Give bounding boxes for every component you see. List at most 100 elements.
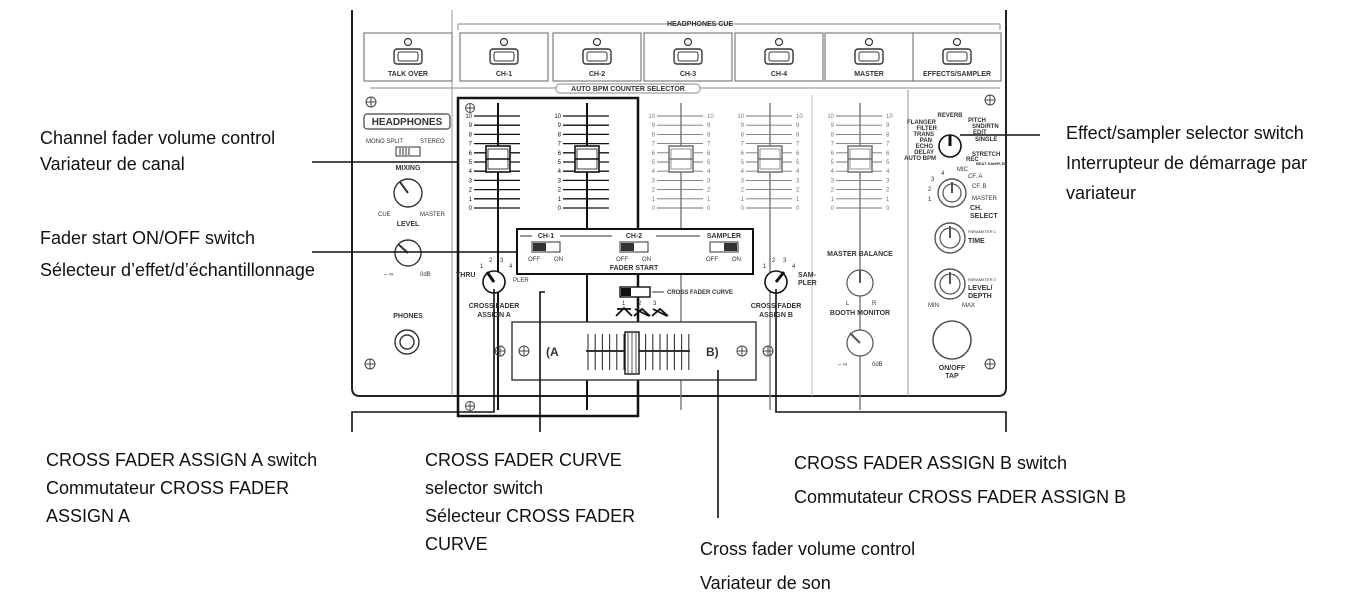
- ch-select-mic: MIC: [957, 167, 969, 173]
- phones-jack[interactable]: [394, 329, 420, 355]
- cue-button-3[interactable]: CH-3: [643, 32, 733, 82]
- assign-b-sam: SAM-: [798, 272, 817, 279]
- tap-button[interactable]: [932, 320, 972, 360]
- cue-button-0[interactable]: TALK OVER: [363, 32, 453, 82]
- fader-scale-label: 8: [652, 132, 656, 138]
- fader-start-sampler-switch[interactable]: [709, 241, 739, 253]
- fader-start-ch2-switch[interactable]: [619, 241, 649, 253]
- fader-start-ch1-label: CH-1: [538, 233, 554, 240]
- effect-labels: REVERBPITCHSND/RTNEDITSINGLESTRETCHRECBE…: [904, 113, 1007, 166]
- ch-select-knob[interactable]: [937, 178, 967, 208]
- effect-label: FLANGER: [907, 120, 937, 126]
- fader-start-ch1-switch[interactable]: [531, 241, 561, 253]
- fader-start-ch2-off: OFF: [616, 257, 628, 263]
- time-knob[interactable]: [934, 222, 966, 254]
- fader-scale-label: 8: [469, 132, 473, 138]
- channel-fader-knob[interactable]: [757, 145, 783, 173]
- cross-fader-section: (A B): [494, 321, 774, 381]
- fader-scale-label: 0: [796, 206, 800, 212]
- curve-n3: 3: [653, 301, 657, 307]
- ch-select-n4: 4: [941, 171, 945, 177]
- fader-scale-label: 0: [558, 206, 562, 212]
- assign-b-pler: PLER: [798, 280, 817, 287]
- fader-scale-label: 8: [558, 132, 562, 138]
- fader-start-ch1-off: OFF: [528, 257, 540, 263]
- tap-line1: ON/OFF: [939, 365, 966, 372]
- assign-a-n2: 2: [489, 258, 493, 264]
- cue-button-label: EFFECTS/SAMPLER: [923, 71, 991, 78]
- fader-scale-label: 2: [652, 188, 656, 194]
- effect-label: STRETCH: [972, 152, 1000, 158]
- assign-b-n2: 2: [772, 258, 776, 264]
- fader-scale-label: 4: [707, 169, 711, 175]
- cue-button-5[interactable]: MASTER: [824, 32, 914, 82]
- effect-selector-knob[interactable]: [938, 134, 962, 158]
- assign-a-n3: 3: [500, 258, 504, 264]
- cue-button-4[interactable]: CH-4: [734, 32, 824, 82]
- cue-button-2[interactable]: CH-2: [552, 32, 642, 82]
- fader-scale-label: 2: [558, 188, 562, 194]
- ch-select-cfb: CF. B: [972, 184, 987, 190]
- leader-assign-b: [775, 289, 1007, 432]
- booth-monitor-knob[interactable]: [846, 329, 874, 357]
- assign-b-n1: 1: [763, 264, 767, 270]
- cue-button-label: CH-3: [680, 71, 696, 78]
- fader-scale-label: 8: [707, 132, 711, 138]
- level-depth-line2: DEPTH: [968, 293, 992, 300]
- fader-scale-label: 1: [558, 197, 562, 203]
- fader-scale-label: 3: [707, 178, 711, 184]
- mixing-knob[interactable]: [393, 178, 423, 208]
- ch-select-cfa: CF. A: [968, 174, 982, 180]
- fader-scale-label: 8: [831, 132, 835, 138]
- mono-split-switch[interactable]: [395, 146, 421, 157]
- channel-fader-knob[interactable]: [847, 145, 873, 173]
- fader-scale-label: 7: [469, 142, 473, 148]
- ch-select-line2: SELECT: [970, 213, 998, 220]
- fader-scale-label: 1: [831, 197, 835, 203]
- mixing-master-label: MASTER: [420, 212, 446, 218]
- fader-scale-label: 1: [796, 197, 800, 203]
- cue-button-1[interactable]: CH-1: [459, 32, 549, 82]
- fader-scale-label: 4: [886, 169, 890, 175]
- fader-scale-label: 1: [707, 197, 711, 203]
- channel-fader-knob[interactable]: [485, 145, 511, 173]
- fader-start-sampler-on: ON: [732, 257, 741, 263]
- curve-selector-switch[interactable]: [619, 286, 651, 298]
- effect-label: TRANS: [913, 132, 934, 138]
- fader-scale-label: 5: [652, 160, 656, 166]
- time-label: TIME: [968, 238, 985, 245]
- fader-start-ch1-on: ON: [554, 257, 563, 263]
- master-balance-r: R: [872, 301, 877, 307]
- fader-scale-label: 7: [831, 142, 835, 148]
- panel-outline: [351, 10, 1007, 397]
- callout-cross-fader: Cross fader volume control Variateur de …: [700, 539, 916, 593]
- cross-fader-b-label: B): [706, 345, 719, 359]
- callout-assign-a: CROSS FADER ASSIGN A switch Commutateur …: [46, 450, 318, 526]
- headphones-label: HEADPHONES: [372, 117, 443, 128]
- fader-scale-label: 1: [886, 197, 890, 203]
- fader-scale-label: 10: [796, 114, 803, 120]
- master-balance-knob[interactable]: [846, 269, 874, 297]
- level-knob[interactable]: [394, 239, 422, 267]
- mixing-cue-label: CUE: [378, 212, 391, 218]
- level-depth-knob[interactable]: [934, 268, 966, 300]
- callout-curve: CROSS FADER CURVE selector switch Sélect…: [425, 450, 636, 554]
- fader-scale-label: 2: [831, 188, 835, 194]
- effect-label: REC: [966, 157, 979, 163]
- assign-b-knob[interactable]: [764, 270, 788, 294]
- channel-fader-knob[interactable]: [574, 145, 600, 173]
- fader-start-ch2-label: CH-2: [626, 233, 642, 240]
- cross-fader-curve-section: CROSS FADER CURVE 1 2 3: [615, 286, 733, 317]
- cross-fader-knob[interactable]: [624, 331, 640, 375]
- cue-button-6[interactable]: EFFECTS/SAMPLER: [912, 32, 1002, 82]
- leader-lines: [312, 134, 1040, 518]
- level-depth-min: MIN: [928, 303, 939, 309]
- fader-scale-label: 4: [652, 169, 656, 175]
- fader-scale-label: 9: [558, 123, 562, 129]
- cross-fader-assign-b: 1 2 3 4 SAM- PLER CROSS FADER ASSIGN B: [751, 258, 817, 319]
- channel-fader-knob[interactable]: [668, 145, 694, 173]
- cue-button-label: CH-2: [589, 71, 605, 78]
- effect-label: BEAT SAMPLER: [976, 161, 1007, 166]
